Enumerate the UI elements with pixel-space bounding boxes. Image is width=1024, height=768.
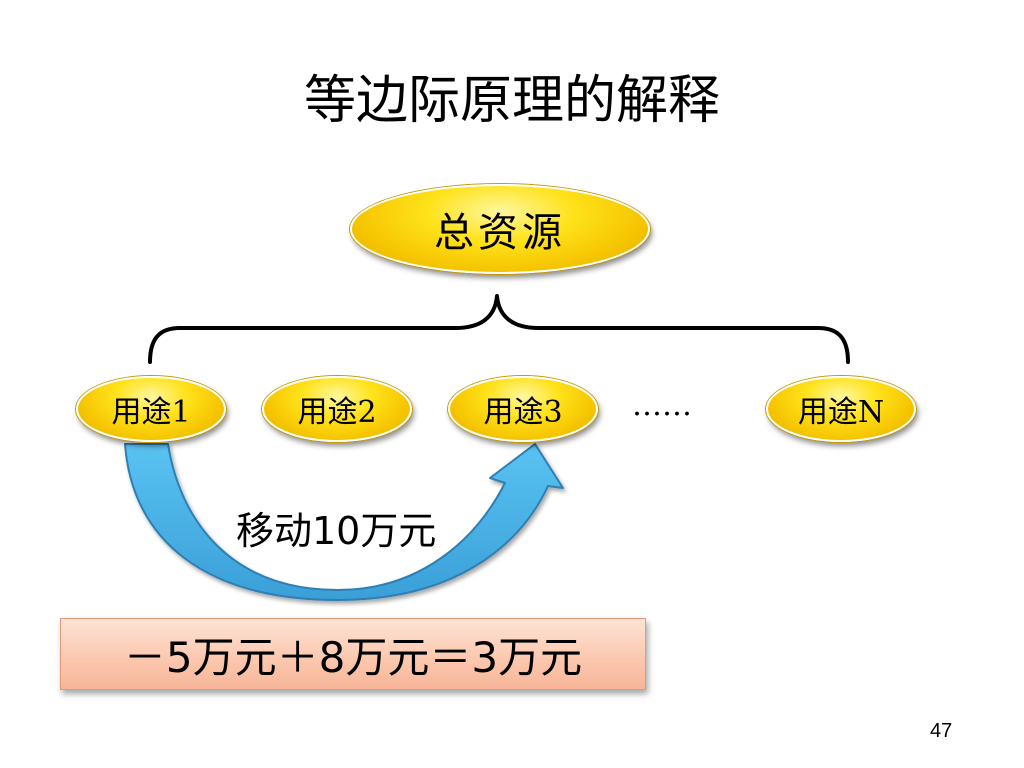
move-arrow bbox=[124, 443, 564, 601]
move-amount-label: 移动10万元 bbox=[236, 509, 437, 553]
use-node-1: 用途1 bbox=[76, 376, 226, 442]
use-node-n: 用途N bbox=[766, 376, 916, 442]
result-equation-box: －5万元＋8万元＝3万元 bbox=[60, 618, 646, 690]
curly-brace bbox=[148, 294, 850, 364]
use-node-2: 用途2 bbox=[262, 376, 412, 442]
total-resource-node: 总资源 bbox=[350, 184, 650, 274]
ellipsis-text: …… bbox=[632, 388, 692, 423]
use-node-3: 用途3 bbox=[448, 376, 598, 442]
page-number: 47 bbox=[930, 720, 953, 742]
slide-title: 等边际原理的解释 bbox=[303, 71, 720, 131]
